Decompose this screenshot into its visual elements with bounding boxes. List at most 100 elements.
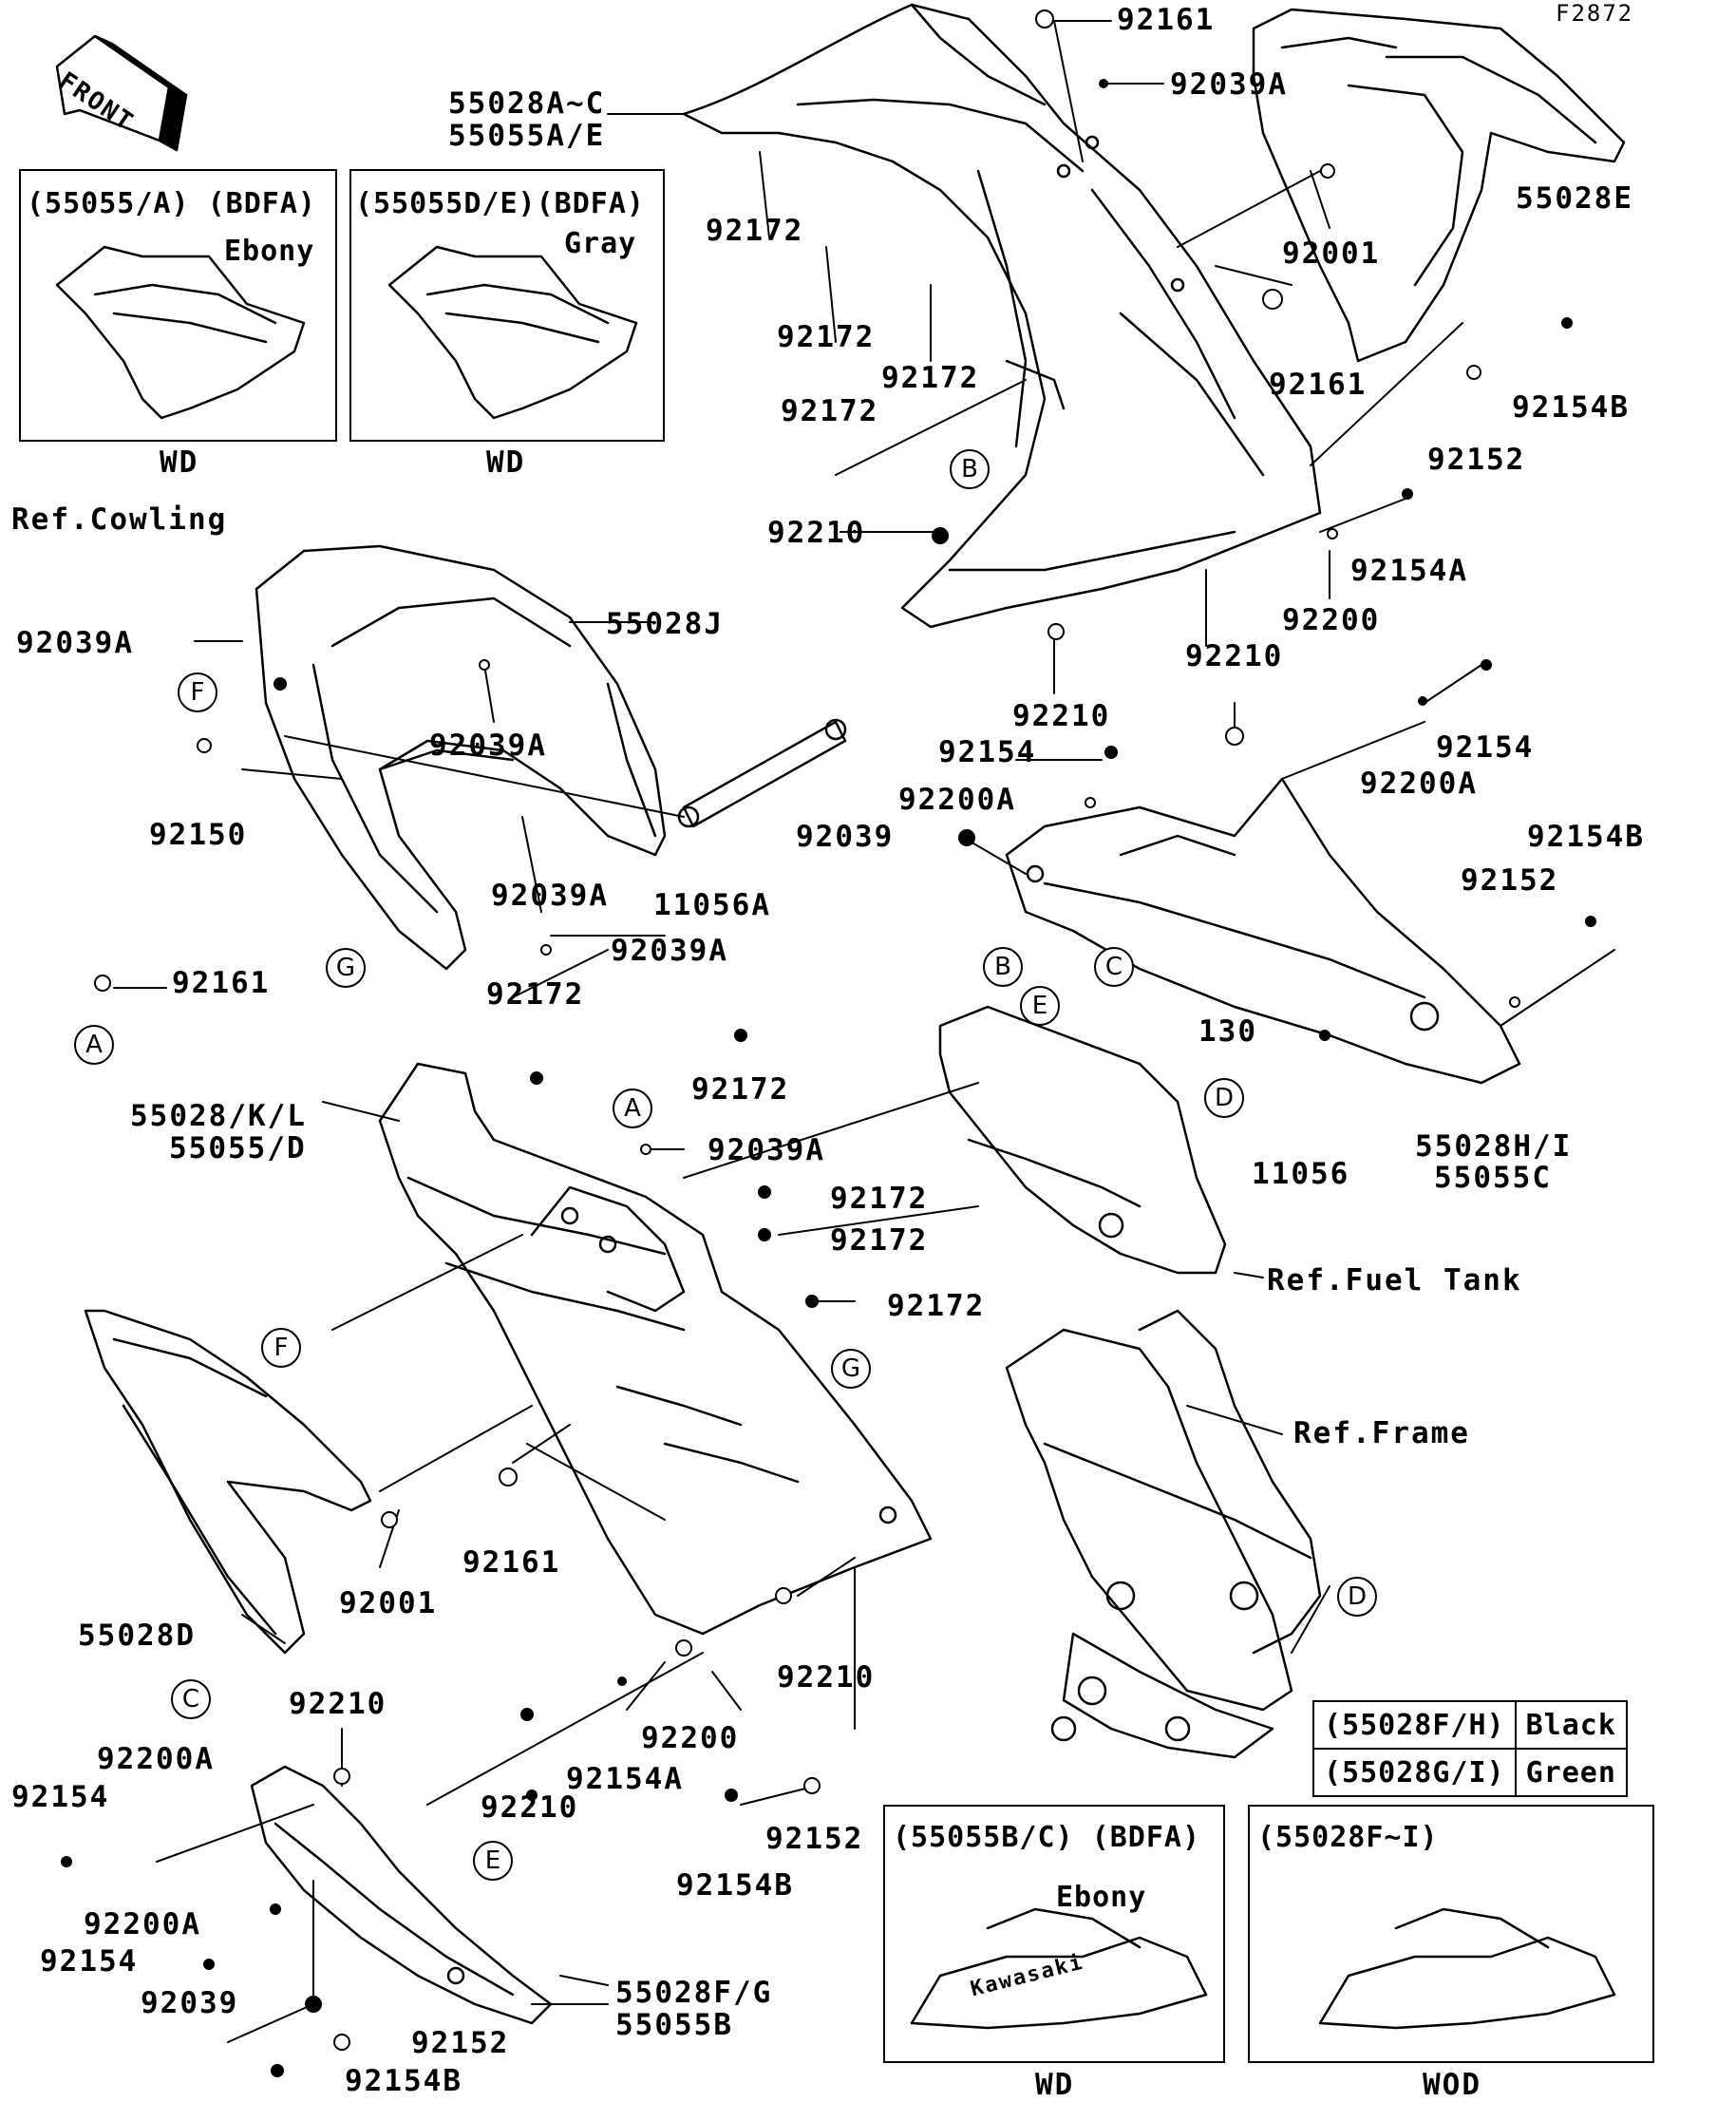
inset-caption-55055de: WD xyxy=(486,445,526,480)
part-label: 130 xyxy=(1198,1014,1257,1049)
part-label: 92152 xyxy=(1461,863,1559,898)
bracket-11056a-part xyxy=(677,718,847,828)
part-label: 92150 xyxy=(149,818,248,852)
part-label: 92210 xyxy=(1012,699,1111,733)
part-label: 92001 xyxy=(1282,237,1381,271)
callout-b: B xyxy=(950,449,990,489)
part-label: 92039 xyxy=(141,1986,239,2020)
color-table-color: Black xyxy=(1514,1700,1628,1750)
inset-fairing-4 xyxy=(1318,1907,1616,2030)
part-label: 92154A xyxy=(1350,554,1468,588)
part-label: 92161 xyxy=(1269,368,1368,402)
callout-f: F xyxy=(178,672,217,712)
part-label: 92039 xyxy=(796,820,895,854)
part-label: 92152 xyxy=(411,2026,510,2060)
inset-title-55028fi: (55028F~I) xyxy=(1257,1821,1439,1854)
part-label: 92161 xyxy=(172,966,271,1000)
part-label: 92172 xyxy=(830,1182,929,1216)
part-label: 92154 xyxy=(1436,730,1535,765)
frame-reference-part xyxy=(1005,1309,1322,1759)
inset-fairing-3 xyxy=(910,1907,1208,2030)
inset-fairing-2 xyxy=(387,245,638,420)
part-label: Ref.Cowling xyxy=(11,502,228,537)
callout-c: C xyxy=(171,1679,211,1719)
part-label: 55028D xyxy=(78,1619,196,1653)
figure-code: F2872 xyxy=(1556,0,1634,27)
side-fairing-55028e-part xyxy=(1252,8,1626,363)
inset-color-55055bc: Ebony xyxy=(1056,1881,1147,1914)
part-label: 55028E xyxy=(1516,181,1633,216)
part-label: 92210 xyxy=(767,516,866,550)
part-label: 92172 xyxy=(781,394,879,428)
callout-a: A xyxy=(613,1089,652,1128)
part-label: Ref.Frame xyxy=(1293,1416,1470,1450)
part-label: 92172 xyxy=(691,1072,790,1107)
color-table-row: (55028G/I) Green xyxy=(1312,1748,1628,1797)
inset-panel-55055de xyxy=(349,169,665,442)
callout-a: A xyxy=(74,1025,114,1065)
part-label: 92154B xyxy=(676,1868,794,1903)
part-label: 92210 xyxy=(777,1660,876,1695)
part-label: 92039A xyxy=(708,1133,825,1167)
color-table-row: (55028F/H) Black xyxy=(1312,1700,1628,1750)
lower-fairing-55028hi-part xyxy=(1005,777,1521,1085)
inset-color-55055de: Gray xyxy=(564,227,637,260)
part-label: 92039A xyxy=(429,729,547,763)
callout-e: E xyxy=(1020,986,1060,1026)
part-label: 92200A xyxy=(898,783,1016,817)
inset-color-55055a: Ebony xyxy=(224,235,315,268)
inset-title-55055de: (55055D/E)(BDFA) xyxy=(355,187,645,220)
inner-cowling-55028j-part xyxy=(255,544,667,971)
callout-d: D xyxy=(1204,1078,1244,1118)
callout-c: C xyxy=(1094,947,1134,987)
color-table-color: Green xyxy=(1514,1748,1628,1797)
part-label: 92152 xyxy=(765,1822,864,1856)
inset-caption-55028fi: WOD xyxy=(1423,2068,1481,2102)
part-label: 55055/D xyxy=(169,1131,307,1165)
part-label: 92210 xyxy=(481,1790,579,1825)
side-panel-55028d-part xyxy=(84,1309,372,1655)
callout-f: F xyxy=(261,1328,301,1368)
inset-caption-55055a: WD xyxy=(160,445,199,480)
upper-cowling-part xyxy=(682,3,1322,629)
inset-title-55055a: (55055/A) (BDFA) xyxy=(27,187,316,220)
part-label: 55028J xyxy=(606,607,724,641)
leader-lines xyxy=(113,20,1615,2043)
part-label: 92154B xyxy=(1512,390,1630,425)
part-label: 92172 xyxy=(486,977,585,1012)
part-label: 92172 xyxy=(830,1223,929,1258)
part-label: 55055B xyxy=(615,2008,733,2042)
inset-fairing-1 xyxy=(55,245,306,420)
part-label: 55028/K/L xyxy=(130,1099,307,1133)
part-label: 92154A xyxy=(566,1762,684,1796)
color-table-code: (55028G/I) xyxy=(1312,1748,1517,1797)
inset-panel-55055bc xyxy=(883,1805,1225,2063)
part-label: 11056 xyxy=(1252,1157,1350,1191)
callout-b: B xyxy=(983,947,1023,987)
callout-d: D xyxy=(1337,1577,1377,1617)
callout-g: G xyxy=(831,1349,871,1389)
part-label: 92172 xyxy=(777,320,876,354)
part-label: 92172 xyxy=(706,214,804,248)
part-label: 92161 xyxy=(462,1545,561,1580)
part-label: 11056A xyxy=(653,888,771,922)
part-label: 92154 xyxy=(11,1780,110,1814)
part-label: 92154 xyxy=(40,1944,139,1979)
fasteners xyxy=(61,9,1596,2077)
part-label: 92200A xyxy=(84,1907,201,1941)
inset-title-55055bc: (55055B/C) (BDFA) xyxy=(893,1821,1201,1854)
part-label: 92039A xyxy=(16,626,134,660)
callout-e: E xyxy=(473,1841,513,1881)
part-label: 92039A xyxy=(491,879,609,913)
part-label: 92210 xyxy=(289,1687,387,1721)
part-label: 92200A xyxy=(97,1742,215,1776)
part-label: 92152 xyxy=(1427,443,1526,477)
main-side-cowling-part xyxy=(378,1062,933,1636)
part-label: 55055C xyxy=(1434,1161,1552,1195)
callout-g: G xyxy=(326,948,366,988)
part-label: 92210 xyxy=(1185,639,1284,673)
part-label: 55028F/G xyxy=(615,1976,773,2010)
part-label: 92154B xyxy=(345,2064,462,2098)
part-label: 92200 xyxy=(641,1721,740,1755)
